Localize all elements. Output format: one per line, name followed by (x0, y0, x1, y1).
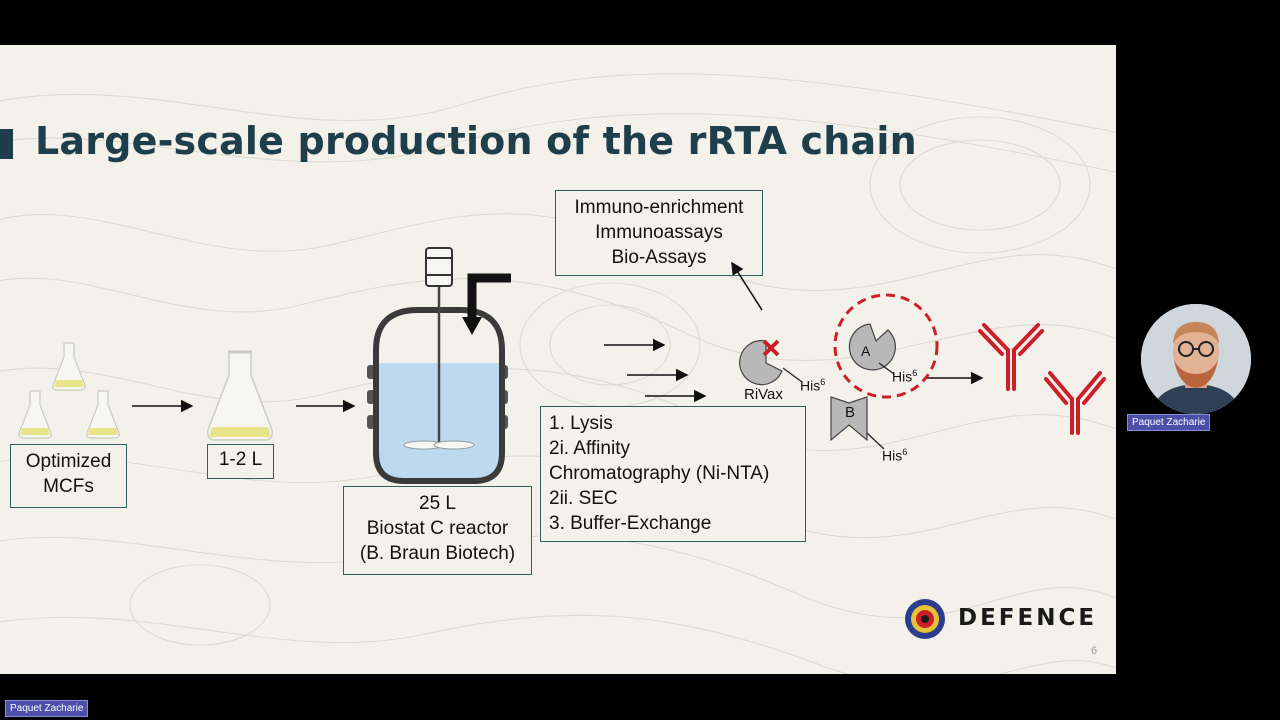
reactor-line-3: (B. Braun Biotech) (359, 543, 516, 564)
his-sup: 6 (902, 447, 908, 457)
flask-volume-label: 1-2 L (218, 449, 263, 470)
assays-line-1: Immuno-enrichment (574, 197, 744, 218)
optimized-mcfs-box: Optimized MCFs (10, 444, 127, 508)
arrow-icon (731, 261, 763, 311)
his-text: His (882, 447, 903, 464)
small-flask-icon (52, 342, 86, 391)
step-buffer-exchange: 3. Buffer-Exchange (549, 513, 712, 534)
mcfs-line-1: Optimized (25, 451, 112, 472)
reactor-line-2: Biostat C reactor (366, 518, 509, 539)
assays-box: Immuno-enrichment Immunoassays Bio-Assay… (555, 190, 763, 276)
chain-b-label: B (845, 404, 856, 421)
self-name-tag: Paquet Zacharie (5, 700, 89, 717)
small-flask-icon (18, 390, 52, 439)
antibody-icon (1044, 371, 1106, 435)
chain-a-his-tag: His6 (892, 368, 917, 385)
mcfs-line-2: MCFs (43, 476, 94, 497)
antibody-icon (978, 323, 1044, 391)
defence-emblem-icon (905, 599, 945, 639)
bioreactor-icon (367, 247, 511, 484)
process-diagram (18, 247, 1106, 639)
flask-volume-box: 1-2 L (207, 444, 274, 479)
purification-steps-box: 1. Lysis 2i. Affinity Chromatography (Ni… (540, 406, 806, 542)
reactor-box: 25 L Biostat C reactor (B. Braun Biotech… (343, 486, 532, 575)
cross-mark-icon (762, 339, 780, 357)
rivax-his-tag: His6 (800, 377, 825, 394)
defence-logo-text: DEFENCE (958, 605, 1098, 631)
his-text: His (892, 368, 913, 385)
step-affinity: 2i. Affinity (549, 438, 630, 459)
rivax-molecule-icon (739, 339, 803, 386)
slide-title: Large-scale production of the rRTA chain (35, 119, 917, 163)
reactor-line-1: 25 L (419, 493, 456, 514)
chain-a-icon (833, 293, 939, 399)
rivax-label: RiVax (744, 386, 783, 403)
his-text: His (800, 377, 821, 394)
title-accent-bar (0, 129, 13, 159)
assays-line-2: Immunoassays (595, 222, 723, 243)
speaker-video-tile[interactable] (1141, 304, 1251, 414)
his-sup: 6 (820, 377, 826, 387)
chain-b-his-tag: His6 (882, 447, 907, 464)
page-number: 6 (1091, 645, 1098, 657)
step-sec: 2ii. SEC (549, 488, 618, 509)
large-flask-icon (206, 350, 274, 441)
step-lysis: 1. Lysis (549, 413, 613, 434)
speaker-name-tag: Paquet Zacharie (1127, 414, 1211, 431)
chain-b-icon (830, 396, 885, 450)
step-chromatography: Chromatography (Ni-NTA) (549, 463, 770, 484)
his-sup: 6 (912, 368, 918, 378)
chain-a-label: A (861, 343, 871, 359)
small-flask-icon (86, 390, 120, 439)
slide: Large-scale production of the rRTA chain… (0, 45, 1116, 674)
assays-line-3: Bio-Assays (611, 247, 707, 268)
speaker-avatar-icon (1141, 304, 1251, 414)
